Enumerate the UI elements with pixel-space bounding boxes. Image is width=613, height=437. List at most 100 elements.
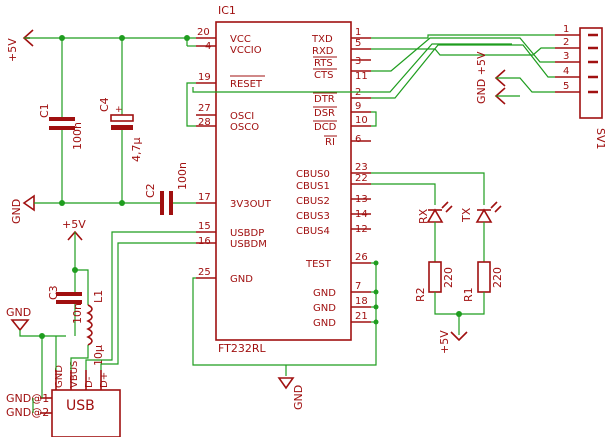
- pin-number: 9: [355, 101, 361, 112]
- svg-text:+5V: +5V: [6, 38, 19, 62]
- pin-name: DSR: [314, 108, 335, 119]
- l1-ref: L1: [92, 290, 105, 303]
- svg-text:2: 2: [563, 37, 569, 48]
- ic-value: FT232RL: [218, 342, 266, 355]
- pin-number: 28: [198, 117, 211, 128]
- wire: [371, 183, 436, 205]
- wire: [186, 82, 196, 127]
- wire: [192, 43, 512, 93]
- led-rx: RX: [417, 201, 453, 224]
- junction: [373, 260, 379, 266]
- svg-text:VBUS: VBUS: [69, 361, 80, 388]
- pin-number: 25: [198, 267, 211, 278]
- pin-name: VCC: [230, 34, 251, 45]
- pin-name: TXD: [311, 34, 333, 45]
- pin-name: GND: [230, 274, 253, 285]
- capacitor-plate: [56, 300, 82, 304]
- svg-text:+5V: +5V: [62, 218, 86, 231]
- ic-ref: IC1: [218, 4, 236, 17]
- pin-name: VCCIO: [230, 45, 262, 56]
- pin-name: CBUS0: [296, 169, 330, 180]
- pin-number: 19: [198, 72, 211, 83]
- pin-number: 5: [355, 38, 361, 49]
- pin-number: 15: [198, 221, 211, 232]
- junction: [456, 311, 462, 317]
- pin-number: 4: [205, 41, 211, 52]
- pin-name: TEST: [305, 259, 332, 270]
- capacitor-plate: [160, 191, 164, 215]
- pin-number: 1: [355, 27, 361, 38]
- pin-name: DTR: [314, 94, 335, 105]
- wire: [371, 47, 555, 56]
- c2-ref: C2: [144, 183, 157, 198]
- wire: [371, 111, 377, 127]
- pin-number: 26: [355, 252, 368, 263]
- svg-text:5: 5: [563, 81, 569, 92]
- r2-ref: R2: [414, 287, 427, 302]
- pin-name: CBUS4: [296, 226, 330, 237]
- pin-number: 6: [355, 134, 361, 145]
- pin-number: 20: [197, 27, 210, 38]
- connector-ref: SV1: [594, 128, 607, 150]
- c2-value: 100n: [176, 162, 189, 190]
- pin-name: RI: [325, 137, 335, 148]
- svg-text:4: 4: [563, 66, 569, 77]
- svg-text:GND@1: GND@1: [6, 392, 49, 405]
- svg-text:GND: GND: [54, 365, 65, 388]
- r2-value: 220: [442, 267, 455, 288]
- pin-name: RESET: [230, 79, 263, 90]
- connector-pins: 1 2 3 4 5: [555, 24, 598, 94]
- pin-name: 3V3OUT: [230, 199, 272, 210]
- pin-number: 12: [355, 224, 368, 235]
- r1-ref: R1: [462, 287, 475, 302]
- pin-name: RTS: [314, 58, 333, 69]
- ic-body: [215, 21, 352, 341]
- capacitor-plate: [49, 126, 75, 130]
- supply-label: GND: [292, 385, 305, 410]
- svg-text:GND@2: GND@2: [6, 406, 49, 419]
- svg-text:GND +5V: GND +5V: [475, 51, 488, 104]
- svg-text:TX: TX: [460, 207, 473, 223]
- pin-number: 18: [355, 296, 368, 307]
- pin-number: 3: [355, 56, 361, 67]
- pin-number: 23: [355, 162, 368, 173]
- pin-number: 13: [355, 194, 368, 205]
- resistor-r2: [428, 261, 442, 293]
- pin-number: 17: [198, 192, 211, 203]
- gnd-symbol-bottom: [277, 377, 295, 390]
- c1-value: 100n: [71, 122, 84, 150]
- inductor-l1: [86, 304, 93, 346]
- capacitor-plate: [49, 117, 75, 121]
- plus5v-arrow-down: [450, 331, 468, 342]
- pin-name: CBUS2: [296, 196, 330, 207]
- pin-number: 7: [355, 281, 361, 292]
- pin-name: USBDM: [230, 239, 267, 250]
- junction: [119, 200, 125, 206]
- wire: [371, 34, 555, 39]
- wire: [371, 37, 555, 72]
- supply-plus5v-left: +5V: [6, 29, 34, 62]
- svg-text:D-: D-: [84, 376, 95, 388]
- junction: [59, 200, 65, 206]
- pin-number: 21: [355, 311, 368, 322]
- svg-text:1: 1: [563, 24, 569, 35]
- pin-name: CBUS3: [296, 211, 330, 222]
- supply-plus5v-usb: +5V: [62, 218, 86, 241]
- resistor-r1: [477, 261, 491, 293]
- pin-number: 10: [355, 115, 368, 126]
- svg-text:RX: RX: [417, 208, 430, 224]
- c1-ref: C1: [38, 103, 51, 118]
- pin-name: GND: [313, 318, 336, 329]
- gnd-symbol-usb: GND: [6, 306, 31, 332]
- ic-left-pins: 20 4 19 27 28 17 15 16 25 VCC VCCIO RESE…: [196, 27, 272, 285]
- l1-value: 10µ: [92, 345, 105, 366]
- junction: [373, 304, 379, 310]
- c4-value: 4,7µ: [130, 138, 143, 163]
- pin-name: USBDP: [230, 228, 264, 239]
- junction: [373, 319, 379, 325]
- wire: [496, 77, 555, 93]
- ic-right-pins: 1 5 3 11 2 9 10 6 23 22 13 14 12 26 7 18…: [296, 27, 371, 329]
- pin-number: 14: [355, 209, 368, 220]
- wire: [70, 345, 89, 370]
- usb-label: USB: [66, 398, 95, 414]
